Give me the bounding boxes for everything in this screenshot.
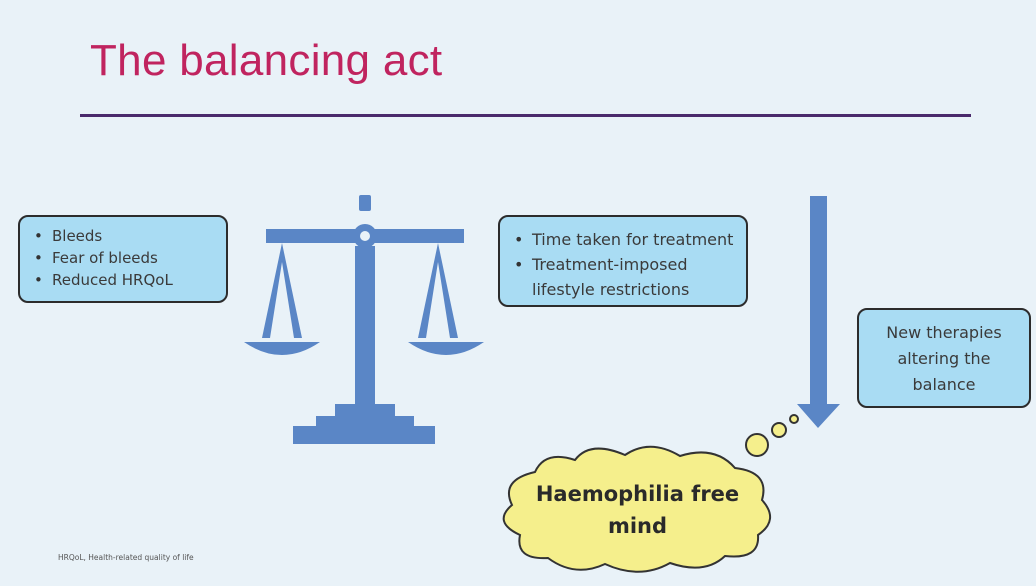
slide-title: The balancing act — [90, 36, 443, 85]
burden-box: Bleeds Fear of bleeds Reduced HRQoL — [18, 215, 228, 303]
list-item: Time taken for treatment — [508, 227, 738, 252]
title-divider — [80, 114, 971, 117]
list-item: Treatment-imposed lifestyle restrictions — [508, 252, 738, 302]
footnote: HRQoL, Health-related quality of life — [58, 553, 194, 562]
list-item: Bleeds — [28, 225, 218, 247]
cloud-text: Haemophilia free mind — [535, 482, 740, 538]
new-therapies-text: New therapies altering the balance — [886, 323, 1002, 394]
treatment-list: Time taken for treatment Treatment-impos… — [508, 227, 738, 302]
new-therapies-box: New therapies altering the balance — [857, 308, 1031, 408]
list-item: Reduced HRQoL — [28, 269, 218, 291]
treatment-box: Time taken for treatment Treatment-impos… — [498, 215, 748, 307]
list-item: Fear of bleeds — [28, 247, 218, 269]
burden-list: Bleeds Fear of bleeds Reduced HRQoL — [28, 225, 218, 291]
